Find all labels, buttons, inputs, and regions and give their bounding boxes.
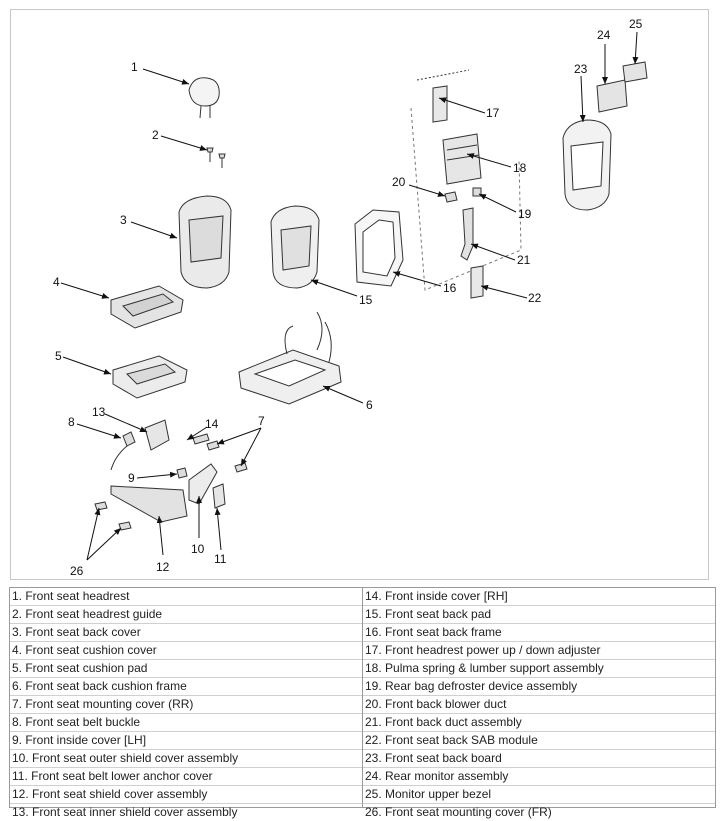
callout-2: 2 [152,128,159,142]
legend-row: 20. Front back blower duct [363,696,715,714]
callout-6: 6 [366,398,373,412]
callout-19: 19 [518,207,532,221]
legend-row: 22. Front seat back SAB module [363,732,715,750]
legend-row: 16. Front seat back frame [363,624,715,642]
legend-row: 24. Rear monitor assembly [363,768,715,786]
legend-row: 13. Front seat inner shield cover assemb… [12,805,238,819]
seat-back-frame-part [354,209,404,287]
legend-row: 7. Front seat mounting cover (RR) [10,696,362,714]
legend-row: 10. Front seat outer shield cover assemb… [10,750,362,768]
callout-20: 20 [392,175,406,189]
seat-belt-buckle-part [110,431,136,471]
legend-row: 18. Pulma spring & lumber support assemb… [363,660,715,678]
callout-17: 17 [486,106,500,120]
callout-15: 15 [359,293,373,307]
callout-9: 9 [128,471,135,485]
sab-module-part [470,265,484,299]
exploded-parts-diagram: 1 2 3 4 5 6 7 8 9 10 11 12 13 14 15 16 1… [10,9,709,580]
legend-row: 19. Rear bag defroster device assembly [363,678,715,696]
legend-row: 23. Front seat back board [363,750,715,768]
legend-row: 25. Monitor upper bezel [363,786,715,804]
callout-1: 1 [131,60,138,74]
parts-legend-table: 1. Front seat headrest 2. Front seat hea… [9,587,716,819]
legend-row: 1. Front seat headrest [10,588,362,606]
blower-duct-part [444,187,482,203]
callout-23: 23 [574,62,588,76]
legend-row: 11. Front seat belt lower anchor cover [10,768,362,786]
mounting-cover-fr-part [94,501,132,531]
legend-row: 8. Front seat belt buckle [10,714,362,732]
legend-row: 15. Front seat back pad [363,606,715,624]
legend-column-right: 14. Front inside cover [RH] 15. Front se… [362,588,715,819]
legend-row: 5. Front seat cushion pad [10,660,362,678]
callout-22: 22 [528,291,542,305]
callout-13: 13 [92,405,106,419]
callout-3: 3 [120,213,127,227]
inside-cover-rh-part [192,433,210,445]
callout-24: 24 [597,28,611,42]
legend-row: 14. Front inside cover [RH] [363,588,715,606]
outer-shield-part [188,463,218,505]
callout-11: 11 [214,552,227,566]
seat-back-cover-part [178,195,232,289]
callout-7: 7 [258,414,265,428]
parts-drawing [60,31,648,561]
headrest-guide-part [206,147,226,168]
legend-row: 17. Front headrest power up / down adjus… [363,642,715,660]
back-board-part [562,119,612,211]
legend-row: 6. Front seat back cushion frame [10,678,362,696]
legend-row: 4. Front seat cushion cover [10,642,362,660]
headrest-part [188,77,220,119]
legend-row: 12. Front seat shield cover assembly [10,786,362,804]
callout-25: 25 [629,17,643,31]
legend-row: 2. Front seat headrest guide [10,606,362,624]
headrest-adjuster-part [416,69,470,123]
legend-row: 26. Front seat mounting cover (FR) [365,805,552,819]
callout-10: 10 [191,542,205,556]
lumbar-support-part [442,133,482,185]
monitor-bezel-part [622,61,648,83]
callout-16: 16 [443,281,457,295]
cushion-frame-part [238,311,342,405]
callout-21: 21 [517,253,531,267]
anchor-cover-part [212,483,226,509]
leader-lines [60,31,639,561]
cushion-cover-part [110,285,184,329]
callout-5: 5 [55,349,62,363]
inner-shield-part [144,419,170,451]
legend-row: 3. Front seat back cover [10,624,362,642]
legend-row: 21. Front back duct assembly [363,714,715,732]
inside-cover-lh-part [176,467,188,479]
legend-column-left: 1. Front seat headrest 2. Front seat hea… [10,588,362,819]
callout-12: 12 [156,560,170,574]
back-duct-part [460,207,474,261]
callout-14: 14 [205,417,219,431]
callout-18: 18 [513,161,527,175]
shield-cover-part [110,485,188,523]
cushion-pad-part [112,355,188,399]
callout-26: 26 [70,564,84,578]
rear-monitor-part [596,79,628,113]
callout-8: 8 [68,415,75,429]
seat-back-pad-part [270,205,320,289]
callout-4: 4 [53,275,60,289]
legend-row: 9. Front inside cover [LH] [10,732,362,750]
